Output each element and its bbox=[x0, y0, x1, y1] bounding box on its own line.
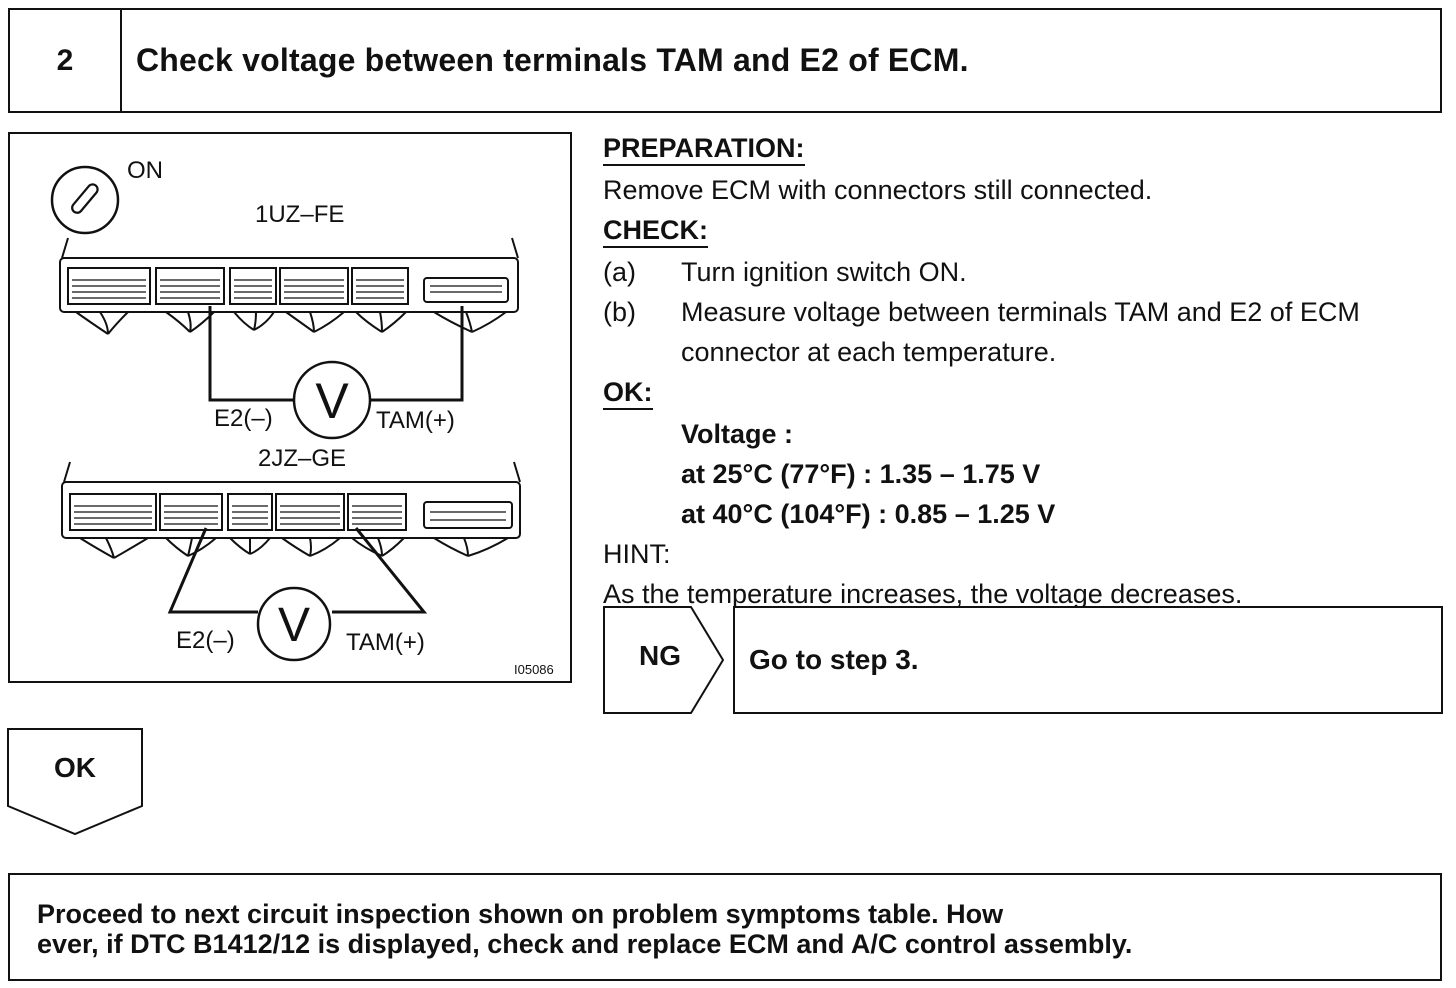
check-item: (a) Turn ignition switch ON. bbox=[603, 252, 1448, 292]
engine-top-label: 1UZ–FE bbox=[255, 201, 344, 228]
step-title: Check voltage between terminals TAM and … bbox=[136, 42, 969, 78]
ignition-switch-icon bbox=[50, 165, 120, 235]
spec-line: at 25°C (77°F) : 1.35 – 1.75 V bbox=[681, 459, 1041, 489]
check-item-marker: (a) bbox=[603, 257, 636, 287]
preparation-heading: PREPARATION: bbox=[603, 132, 805, 166]
next-step-text: Proceed to next circuit inspection shown… bbox=[37, 899, 1420, 959]
check-heading: CHECK: bbox=[603, 214, 708, 248]
step-header: 2 Check voltage between terminals TAM an… bbox=[8, 8, 1442, 113]
e2-probe-label-top: E2(–) bbox=[214, 405, 273, 432]
spec-title: Voltage : bbox=[681, 419, 794, 449]
tam-probe-label-bottom: TAM(+) bbox=[346, 629, 425, 656]
tam-probe-label-top: TAM(+) bbox=[376, 407, 455, 434]
voltmeter-circuit-top bbox=[208, 306, 464, 440]
check-item-marker: (b) bbox=[603, 297, 636, 327]
wiring-diagram: ON 1UZ–FE bbox=[8, 132, 572, 683]
ng-result-box: Go to step 3. bbox=[733, 606, 1443, 714]
ng-label: NG bbox=[639, 640, 681, 671]
check-item-text: Measure voltage between terminals TAM an… bbox=[681, 297, 1360, 367]
next-step-box: Proceed to next circuit inspection shown… bbox=[8, 873, 1442, 981]
spec-line: at 40°C (104°F) : 0.85 – 1.25 V bbox=[681, 499, 1056, 529]
next-step-line: Proceed to next circuit inspection shown… bbox=[37, 899, 1004, 929]
ok-heading: OK: bbox=[603, 376, 653, 410]
check-item: (b) Measure voltage between terminals TA… bbox=[603, 292, 1448, 372]
figure-id: I05086 bbox=[514, 662, 554, 677]
engine-bottom-label: 2JZ–GE bbox=[258, 445, 346, 472]
ignition-on-label: ON bbox=[127, 157, 163, 184]
step-number: 2 bbox=[10, 10, 122, 111]
check-item-text: Turn ignition switch ON. bbox=[681, 257, 967, 287]
instructions-panel: PREPARATION: Remove ECM with connectors … bbox=[603, 128, 1448, 614]
voltmeter-symbol-bottom: V bbox=[278, 599, 310, 652]
diagram-canvas: ON 1UZ–FE bbox=[50, 157, 554, 677]
ecm-connector-bottom bbox=[61, 461, 521, 559]
ng-result-text: Go to step 3. bbox=[749, 644, 919, 675]
ecm-connector-top bbox=[59, 237, 519, 335]
ok-label: OK bbox=[54, 752, 96, 783]
hint-text: As the temperature increases, the voltag… bbox=[603, 579, 1243, 609]
ok-branch-marker bbox=[7, 728, 143, 836]
ng-branch-marker bbox=[603, 606, 725, 714]
preparation-text: Remove ECM with connectors still connect… bbox=[603, 175, 1153, 205]
e2-probe-label-bottom: E2(–) bbox=[176, 627, 235, 654]
voltmeter-circuit-bottom bbox=[167, 527, 428, 662]
voltmeter-symbol-top: V bbox=[315, 373, 349, 429]
next-step-line: ever, if DTC B1412/12 is displayed, chec… bbox=[37, 929, 1133, 959]
hint-heading: HINT: bbox=[603, 539, 671, 569]
